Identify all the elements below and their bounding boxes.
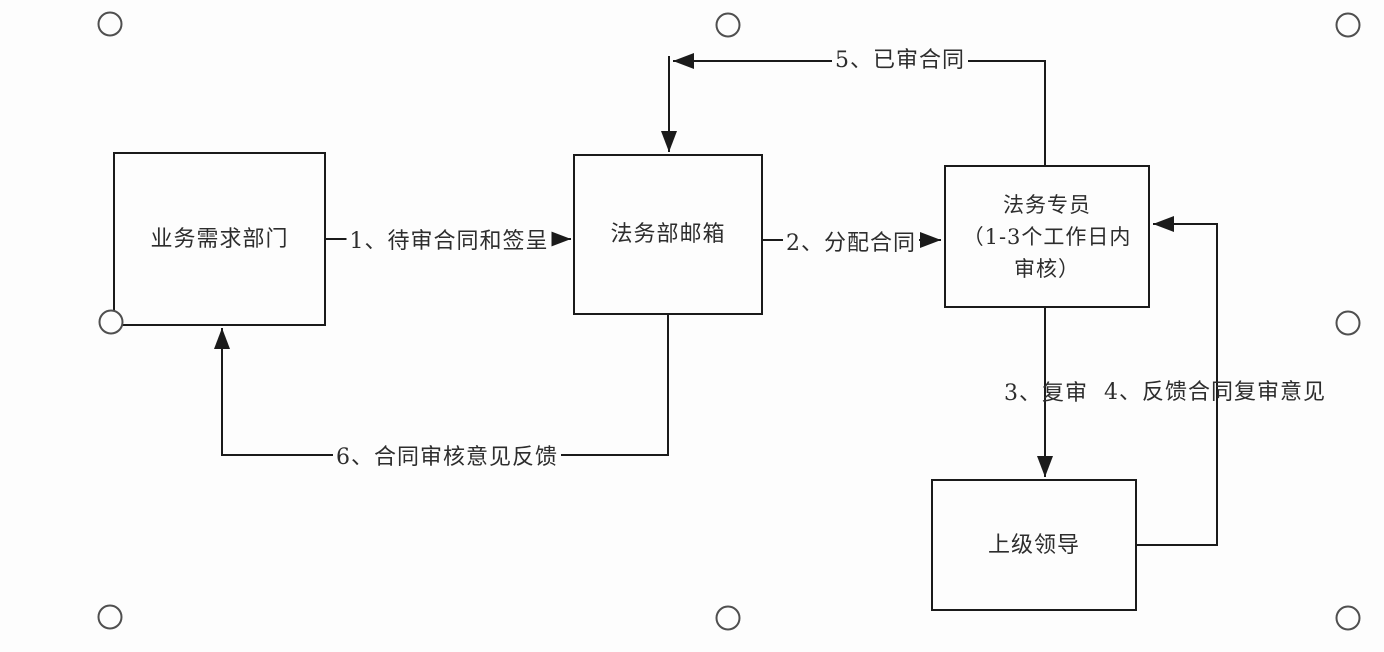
anchor-circle-middle-right xyxy=(1335,310,1361,336)
anchor-circle-top-center xyxy=(715,12,741,38)
edge-5-line xyxy=(673,53,1046,165)
node-legal-mailbox: 法务部邮箱 xyxy=(573,154,763,315)
edge-6-label: 6、合同审核意见反馈 xyxy=(333,439,561,471)
anchor-circle-top-right xyxy=(1335,12,1361,38)
node-superior-leader: 上级领导 xyxy=(931,479,1137,611)
anchor-circle-bottom-left xyxy=(97,604,123,630)
node-legal-specialist-label-line3: 审核） xyxy=(1014,256,1080,281)
node-business-dept: 业务需求部门 xyxy=(113,152,326,326)
node-legal-specialist-label-line2: （1-3个工作日内 xyxy=(962,224,1132,249)
node-legal-mailbox-label: 法务部邮箱 xyxy=(610,222,726,247)
edge-2-label: 2、分配合同 xyxy=(783,225,919,257)
node-business-dept-label: 业务需求部门 xyxy=(150,226,289,252)
edge-4-label: 4、反馈合同复审意见 xyxy=(1104,380,1326,405)
anchor-circle-bottom-right xyxy=(1335,605,1361,631)
anchor-circle-bottom-center xyxy=(715,605,741,631)
node-legal-specialist-label-line1: 法务专员 xyxy=(1003,192,1091,217)
edge-3-label: 3、复审 xyxy=(1004,381,1088,406)
node-superior-leader-label: 上级领导 xyxy=(987,532,1080,558)
anchor-circle-top-left xyxy=(97,11,123,37)
node-legal-specialist: 法务专员 （1-3个工作日内 审核） xyxy=(944,165,1150,308)
edge-6-line xyxy=(214,314,669,456)
edge-5-label: 5、已审合同 xyxy=(832,42,968,74)
edge-1-label: 1、待审合同和签呈 xyxy=(346,223,552,255)
